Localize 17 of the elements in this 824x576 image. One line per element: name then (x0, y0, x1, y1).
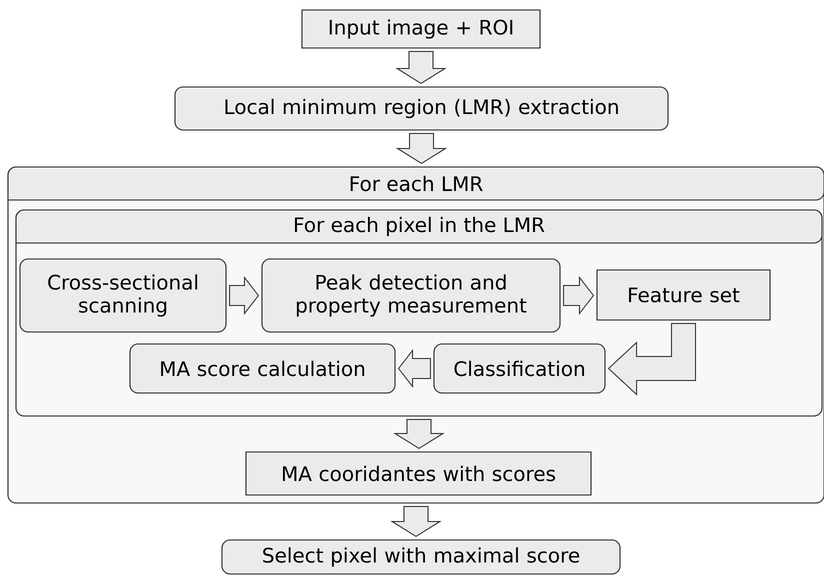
block-arrow (390, 506, 442, 538)
process-box: Peak detection and property measurement (261, 258, 561, 333)
block-arrow (229, 276, 260, 315)
process-box: MA cooridantes with scores (245, 451, 592, 496)
block-arrow (608, 323, 696, 396)
process-box: Local minimum region (LMR) extraction (174, 86, 669, 131)
block-arrow (396, 133, 448, 164)
process-box: Feature set (596, 269, 771, 321)
process-box: Cross-sectional scanning (19, 258, 227, 333)
block-arrow (395, 51, 447, 84)
process-box: Input image + ROI (301, 9, 541, 49)
block-arrow (563, 276, 594, 315)
block-arrow (398, 349, 431, 388)
process-box: MA score calculation (129, 343, 396, 394)
process-box: Classification (433, 343, 606, 394)
process-box: Select pixel with maximal score (221, 539, 621, 575)
block-arrow (393, 419, 445, 450)
